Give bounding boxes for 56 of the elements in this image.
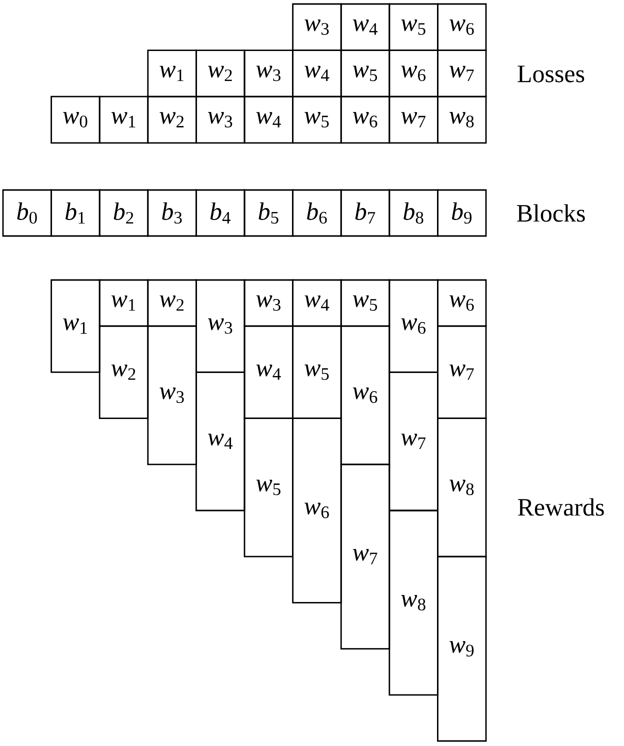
row-label: Blocks bbox=[517, 204, 585, 222]
table-cell: w$_{3}$ bbox=[196, 96, 246, 144]
table-cell: w$_{6}$ bbox=[388, 279, 438, 373]
table-cell: w$_{3}$ bbox=[244, 279, 294, 327]
table-cell: w$_{1}$ bbox=[98, 279, 149, 327]
row-label: Rewards bbox=[518, 498, 604, 516]
table-cell: b$_{1}$ bbox=[50, 189, 100, 237]
table-cell: w$_{1}$ bbox=[50, 279, 100, 373]
table-cell: w$_{6}$ bbox=[340, 325, 390, 466]
table-cell: w$_{6}$ bbox=[437, 3, 487, 51]
table-cell: w$_{7}$ bbox=[437, 50, 487, 98]
table-cell: w$_{9}$ bbox=[437, 556, 487, 742]
table-cell: w$_{2}$ bbox=[147, 96, 197, 144]
table-cell: w$_{7}$ bbox=[340, 464, 390, 650]
table-cell: b$_{3}$ bbox=[147, 189, 197, 237]
table-cell: w$_{3}$ bbox=[292, 3, 342, 51]
table-cell: w$_{7}$ bbox=[388, 372, 438, 512]
row-label: Losses bbox=[518, 66, 584, 82]
table-cell: b$_{8}$ bbox=[388, 189, 438, 237]
table-cell: w$_{4}$ bbox=[292, 279, 342, 327]
table-cell: b$_{6}$ bbox=[292, 189, 342, 237]
table-cell: b$_{2}$ bbox=[98, 189, 149, 237]
table-cell: w$_{6}$ bbox=[292, 418, 342, 604]
table-cell: w$_{5}$ bbox=[292, 96, 342, 144]
table-cell: b$_{9}$ bbox=[437, 189, 487, 237]
table-cell: w$_{1}$ bbox=[98, 96, 149, 144]
table-cell: w$_{1}$ bbox=[147, 50, 197, 98]
table-cell: w$_{7}$ bbox=[388, 96, 438, 144]
table-cell: w$_{6}$ bbox=[388, 50, 438, 98]
table-cell: b$_{0}$ bbox=[2, 189, 52, 237]
table-cell: w$_{4}$ bbox=[244, 325, 294, 419]
table-cell: w$_{2}$ bbox=[196, 50, 246, 98]
table-cell: w$_{5}$ bbox=[292, 325, 342, 419]
table-cell: w$_{3}$ bbox=[147, 325, 197, 466]
table-cell: b$_{5}$ bbox=[244, 189, 294, 237]
table-cell: w$_{3}$ bbox=[244, 50, 294, 98]
table-cell: w$_{8}$ bbox=[388, 510, 438, 696]
table-cell: w$_{5}$ bbox=[388, 3, 438, 51]
table-cell: w$_{5}$ bbox=[244, 418, 294, 558]
table-cell: b$_{4}$ bbox=[196, 189, 246, 237]
table-cell: b$_{7}$ bbox=[340, 189, 390, 237]
table-cell: w$_{5}$ bbox=[340, 50, 390, 98]
table-cell: w$_{4}$ bbox=[292, 50, 342, 98]
table-cell: w$_{6}$ bbox=[340, 96, 390, 144]
table-cell: w$_{3}$ bbox=[196, 279, 246, 373]
table-cell: w$_{5}$ bbox=[340, 279, 390, 327]
table-cell: w$_{4}$ bbox=[244, 96, 294, 144]
table-cell: w$_{8}$ bbox=[437, 418, 487, 558]
table-cell: w$_{8}$ bbox=[437, 96, 487, 144]
table-cell: w$_{4}$ bbox=[340, 3, 390, 51]
table-cell: w$_{6}$ bbox=[437, 279, 487, 327]
table-cell: w$_{2}$ bbox=[147, 279, 197, 327]
table-cell: w$_{2}$ bbox=[98, 325, 149, 419]
table-cell: w$_{0}$ bbox=[50, 96, 100, 144]
table-cell: w$_{4}$ bbox=[196, 372, 246, 512]
table-cell: w$_{7}$ bbox=[437, 325, 487, 419]
